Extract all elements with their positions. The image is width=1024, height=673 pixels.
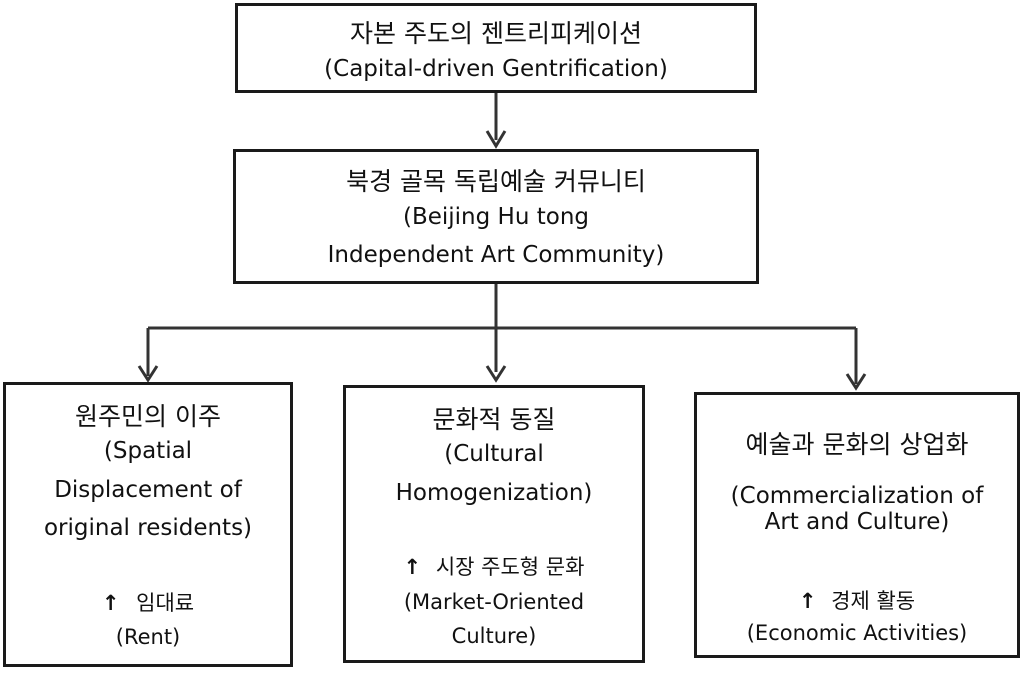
middle-box-english-line1: (Beijing Hu tong [402,204,589,230]
center-box-english-line1: (Cultural [444,441,544,467]
center-box-korean-title: 문화적 동질 [432,405,556,434]
left-box-factor: ↑ 임대료 [6,587,290,617]
right-box-korean-title: 예술과 문화의 상업화 [745,430,969,459]
right-box-english-line2: Art and Culture) [764,509,950,535]
center-box: 문화적 동질 (Cultural Homogenization) ↑ 시장 주도… [343,385,645,663]
middle-box-korean-title: 북경 골목 독립예술 커뮤니티 [346,167,646,196]
left-box-english-line2: Displacement of [54,477,242,503]
center-box-factor-korean: 시장 주도형 문화 [435,555,585,579]
right-box-english-line1: (Commercialization of [730,483,984,509]
left-box-korean-title: 원주민의 이주 [75,402,221,431]
left-box: 원주민의 이주 (Spatial Displacement of origina… [3,382,293,667]
top-box: 자본 주도의 젠트리피케이션 (Capital-driven Gentrific… [235,3,757,93]
arrowhead-to-left [137,365,159,383]
center-box-factor: ↑ 시장 주도형 문화 [346,551,642,581]
right-box-factor: ↑ 경제 활동 [697,585,1017,615]
arrowhead-to-center [485,365,507,383]
middle-box-english-line2: Independent Art Community) [327,242,665,268]
left-box-english-line1: (Spatial [103,438,193,464]
arrowhead-top-to-middle [485,130,507,149]
left-box-factor-english: (Rent) [115,625,181,649]
right-box-factor-korean: 경제 활동 [831,589,916,613]
right-box: 예술과 문화의 상업화 (Commercialization of Art an… [694,392,1020,658]
left-box-english-line3: original residents) [43,515,253,541]
center-box-english-line2: Homogenization) [395,480,593,506]
middle-box: 북경 골목 독립예술 커뮤니티 (Beijing Hu tong Indepen… [233,149,759,284]
center-box-factor-english-line2: Culture) [451,624,537,648]
right-box-factor-english: (Economic Activities) [746,621,968,645]
top-box-korean-title: 자본 주도의 젠트리피케이션 [350,19,642,48]
up-arrow-icon: ↑ [403,555,422,579]
arrowhead-to-right [845,373,867,391]
center-box-factor-english-line1: (Market-Oriented [403,590,585,614]
top-box-english-title: (Capital-driven Gentrification) [324,56,668,82]
up-arrow-icon: ↑ [798,589,817,613]
left-box-factor-korean: 임대료 [136,591,195,615]
up-arrow-icon: ↑ [101,591,120,615]
